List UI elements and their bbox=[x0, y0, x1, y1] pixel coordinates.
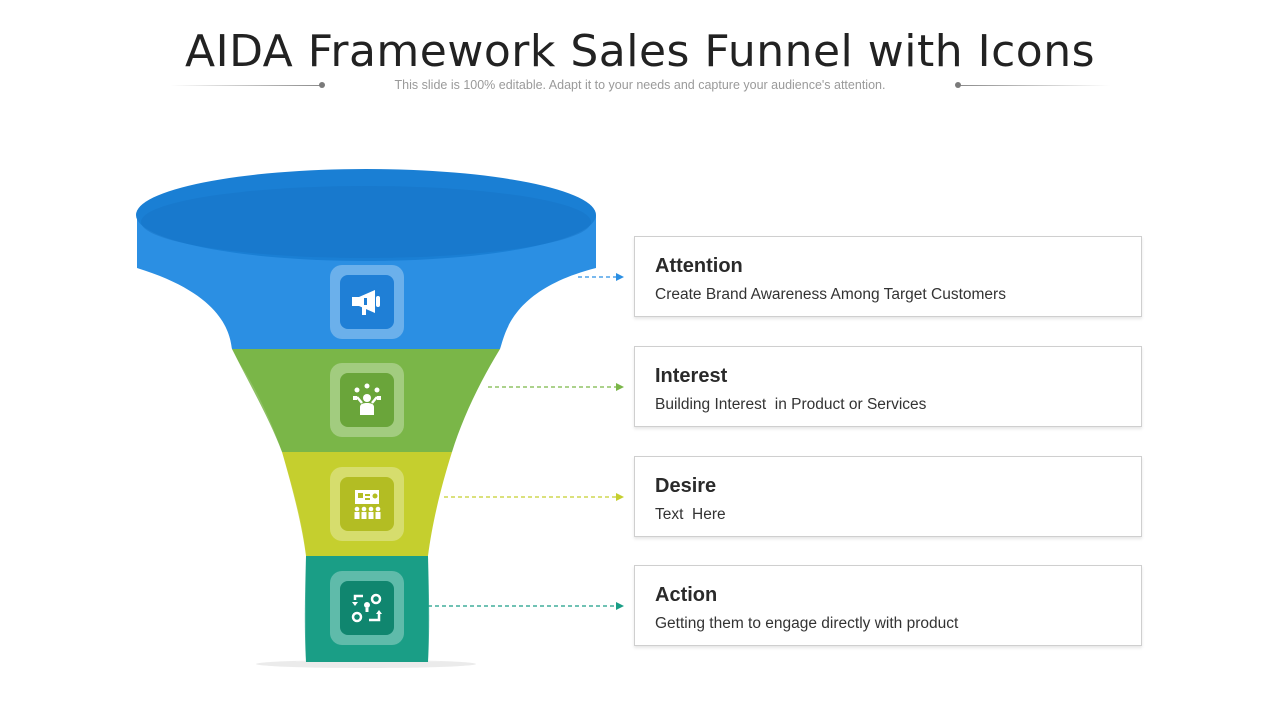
stage-card-attention: Attention Create Brand Awareness Among T… bbox=[634, 236, 1142, 317]
stage-card-action: Action Getting them to engage directly w… bbox=[634, 565, 1142, 646]
stage-title: Desire bbox=[655, 475, 717, 497]
presentation-audience-icon bbox=[354, 490, 381, 519]
stage-title: Attention bbox=[655, 255, 743, 277]
stage-description: Create Brand Awareness Among Target Cust… bbox=[655, 286, 1006, 303]
funnel-rim-shade bbox=[141, 186, 591, 258]
stage-description: Building Interest in Product or Services bbox=[655, 396, 927, 413]
stage-card-interest: Interest Building Interest in Product or… bbox=[634, 346, 1142, 427]
process-gears-icon bbox=[351, 593, 382, 623]
megaphone-icon bbox=[352, 290, 380, 315]
arrowhead-action bbox=[616, 602, 624, 610]
interest-icon-tile bbox=[330, 363, 404, 437]
stage-title: Action bbox=[655, 584, 718, 606]
page-title: AIDA Framework Sales Funnel with Icons bbox=[185, 26, 1095, 77]
title-divider-right bbox=[958, 85, 1110, 86]
juggling-person-icon bbox=[353, 383, 381, 415]
title-divider-left bbox=[170, 85, 322, 86]
divider-dot-right bbox=[955, 82, 961, 88]
arrowhead-desire bbox=[616, 493, 624, 501]
stage-title: Interest bbox=[655, 365, 728, 387]
stage-description: Text Here bbox=[655, 506, 726, 523]
divider-dot-left bbox=[319, 82, 325, 88]
arrowhead-attention bbox=[616, 273, 624, 281]
stage-description: Getting them to engage directly with pro… bbox=[655, 615, 959, 632]
stage-card-desire: Desire Text Here bbox=[634, 456, 1142, 537]
desire-icon-tile bbox=[330, 467, 404, 541]
page-subtitle: This slide is 100% editable. Adapt it to… bbox=[394, 78, 886, 92]
attention-icon-tile bbox=[330, 265, 404, 339]
funnel-highlight-right bbox=[428, 268, 596, 662]
funnel-highlight-left bbox=[137, 268, 306, 662]
arrowhead-interest bbox=[616, 383, 624, 391]
action-icon-tile bbox=[330, 571, 404, 645]
